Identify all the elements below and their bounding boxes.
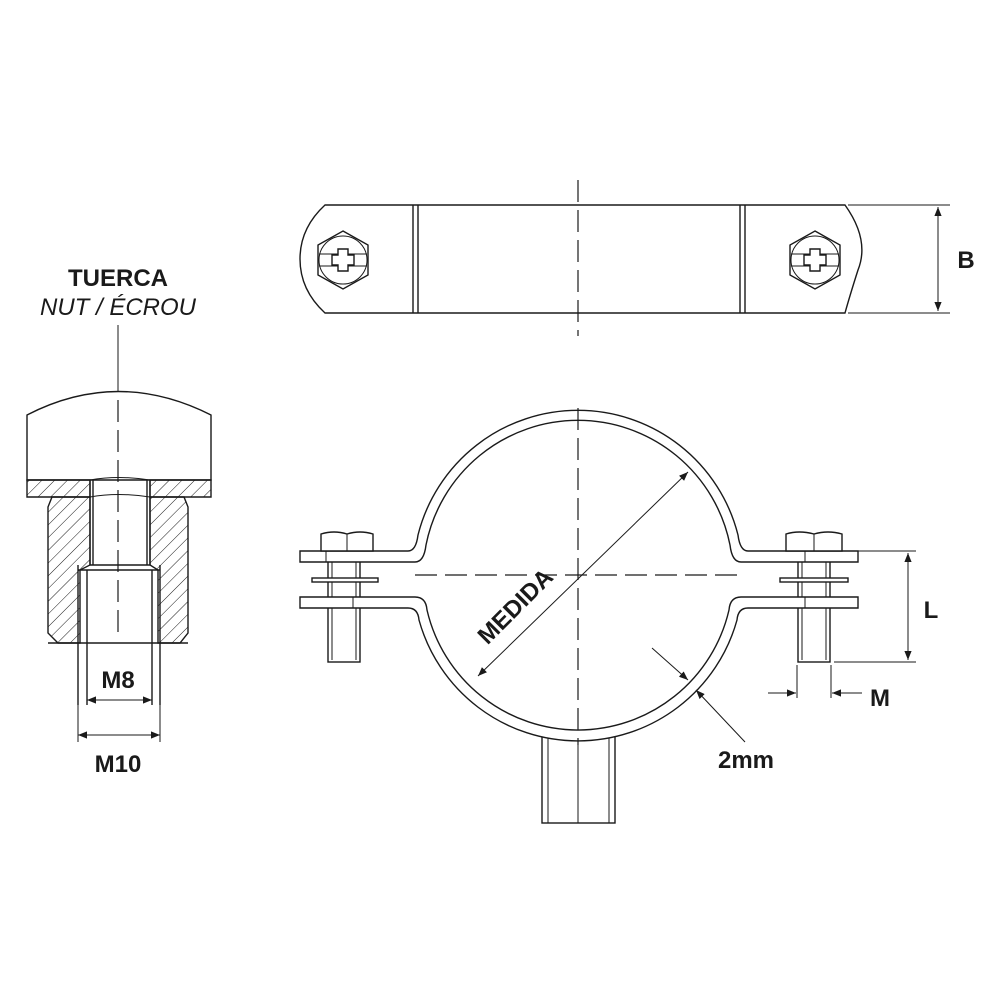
dimension-l: [834, 550, 916, 663]
nut-section-view: [26, 325, 212, 705]
dimension-thickness: [651, 647, 746, 743]
dimension-m8-label: M8: [101, 667, 134, 694]
dimension-m: [768, 665, 862, 698]
screw-head-right-icon: [789, 230, 841, 290]
dimension-thickness-label: 2mm: [718, 747, 774, 774]
nut-subtitle: NUT / ÉCROU: [40, 294, 197, 321]
dimension-b-label: B: [957, 247, 974, 274]
dimension-m10-label: M10: [95, 751, 142, 778]
dimension-medida: [477, 471, 689, 677]
clamp-front-view: [299, 408, 859, 824]
screw-head-left-icon: [317, 230, 369, 290]
dimension-m10: [77, 705, 161, 742]
dimension-b: [848, 204, 950, 314]
dimension-medida-label: MEDIDA: [473, 564, 559, 650]
dimension-m-label: M: [870, 685, 890, 712]
strap-top-view: [299, 180, 863, 336]
dimension-l-label: L: [924, 597, 939, 624]
nut-title: TUERCA: [68, 265, 168, 292]
